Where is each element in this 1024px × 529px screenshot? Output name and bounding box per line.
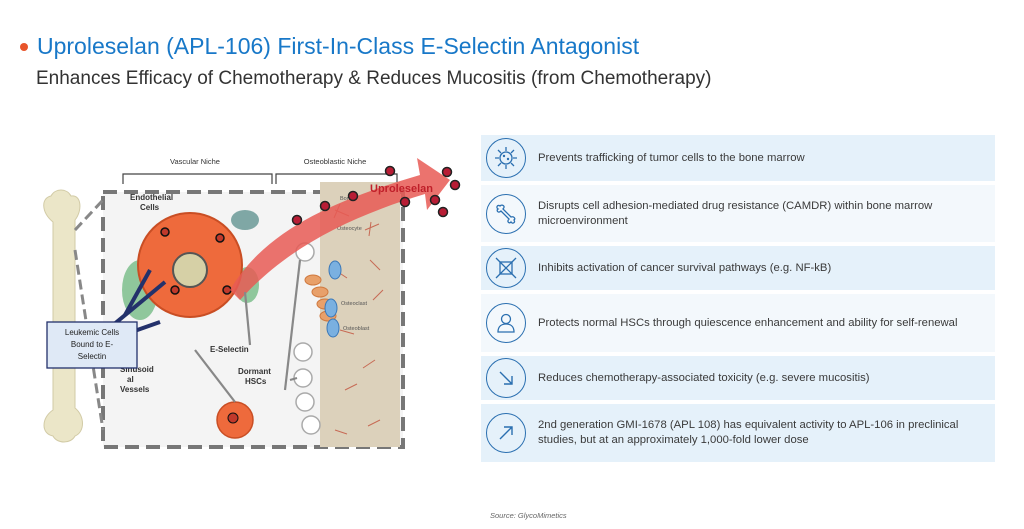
osteocyte-label: Osteocyte [337, 226, 362, 232]
bone-icon [486, 193, 526, 234]
feature-row: Prevents trafficking of tumor cells to t… [481, 135, 995, 181]
feature-row: Reduces chemotherapy-associated toxicity… [481, 356, 995, 400]
e-selectin-label: E-Selectin [210, 345, 249, 354]
feature-row: Inhibits activation of cancer survival p… [481, 246, 995, 290]
leukemic-label-3: Selectin [78, 352, 106, 361]
arrow-up-right-icon [486, 413, 526, 453]
leukemic-label-1: Leukemic Cells [65, 328, 119, 337]
sinusoidal-label-1: Sinusoid [120, 365, 154, 374]
virus-icon [486, 138, 526, 178]
person-icon [486, 303, 526, 343]
arrow-down-right-icon [486, 358, 526, 398]
uproleselan-label: Uproleselan [370, 183, 433, 195]
feature-text: Protects normal HSCs through quiescence … [538, 316, 958, 329]
title-row: Uproleselan (APL-106) First-In-Class E-S… [20, 33, 639, 60]
feature-row: Disrupts cell adhesion-mediated drug res… [481, 185, 995, 242]
feature-text: 2nd generation GMI-1678 (APL 108) has eq… [538, 419, 959, 446]
osteoblastic-niche-label: Osteoblastic Niche [304, 157, 367, 166]
bone-illustration [43, 189, 83, 443]
dormant-label-1: Dormant [238, 367, 271, 376]
page-subtitle: Enhances Efficacy of Chemotherapy & Redu… [36, 68, 712, 89]
feature-text: Inhibits activation of cancer survival p… [538, 261, 832, 274]
feature-text: Prevents trafficking of tumor cells to t… [538, 151, 805, 164]
network-icon [486, 248, 526, 288]
osteoblast-label: Osteoblast [343, 326, 370, 332]
source-note: Source: GlycoMimetics [490, 511, 567, 520]
page-title: Uproleselan (APL-106) First-In-Class E-S… [37, 33, 640, 59]
endothelial-label-2: Cells [140, 203, 160, 212]
feature-row: Protects normal HSCs through quiescence … [481, 294, 995, 352]
title-bullet [20, 42, 28, 51]
feature-text: Disrupts cell adhesion-mediated drug res… [538, 199, 933, 227]
bone-label: Bone [340, 196, 353, 202]
feature-row: 2nd generation GMI-1678 (APL 108) has eq… [481, 404, 995, 462]
vascular-niche-label: Vascular Niche [170, 157, 220, 166]
dormant-label-2: HSCs [245, 377, 267, 386]
sinusoidal-label-3: Vessels [120, 385, 150, 394]
feature-text: Reduces chemotherapy-associated toxicity… [538, 371, 870, 384]
osteoclast-label: Osteoclast [341, 301, 367, 307]
endothelial-label-1: Endothelial [130, 193, 173, 202]
bone-marrow-diagram: Vascular Niche Osteoblastic Niche Bone O… [43, 157, 461, 449]
leukemic-label-2: Bound to E- [71, 340, 114, 349]
sinusoidal-label-2: al [127, 375, 134, 384]
feature-list: Prevents trafficking of tumor cells to t… [481, 135, 995, 466]
